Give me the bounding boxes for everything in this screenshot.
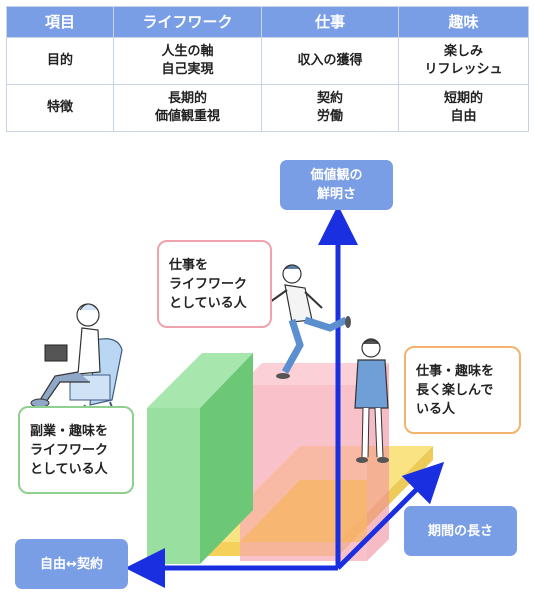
cell-lifework-feature: 長期的 価値観重視 <box>113 84 262 132</box>
comparison-table: 項目 ライフワーク 仕事 趣味 目的 人生の軸 自己実現 収入の獲得 楽しみ リ… <box>6 6 529 132</box>
cell-line: 収入の獲得 <box>297 53 363 68</box>
bubble-line: 仕事を <box>169 257 209 273</box>
table-row: 特徴 長期的 価値観重視 契約 労働 短期的 自由 <box>6 84 529 132</box>
bubble-line: ライフワーク <box>30 442 109 458</box>
bubble-work-lifework: 仕事を ライフワーク としている人 <box>157 240 272 328</box>
cell-work-purpose: 収入の獲得 <box>261 37 399 85</box>
cell-line: 価値観重視 <box>154 109 220 124</box>
axis-label-duration: 期間の長さ <box>404 506 517 556</box>
row-label-feature: 特徴 <box>6 84 114 132</box>
axis-label-values: 価値観の 鮮明さ <box>280 160 393 210</box>
running-person-illustration <box>269 264 351 379</box>
header-work: 仕事 <box>261 6 399 38</box>
axis-label-line: 鮮明さ <box>316 187 356 202</box>
axis-label-line: 価値観の <box>310 168 363 183</box>
bubble-line: 仕事・趣味を <box>416 363 495 379</box>
cell-line: 長期的 <box>167 91 207 106</box>
bubble-work-hobby-long: 仕事・趣味を 長く楽しんで いる人 <box>404 346 521 434</box>
bubble-line: としている人 <box>169 295 247 311</box>
bubble-line: いる人 <box>416 401 456 417</box>
green-block <box>147 353 253 564</box>
header-item: 項目 <box>6 6 114 38</box>
diagram-canvas <box>30 205 445 588</box>
standing-person-illustration <box>354 338 389 463</box>
sitting-person-illustration <box>30 303 123 421</box>
cell-line: リフレッシュ <box>424 62 503 77</box>
header-lifework: ライフワーク <box>113 6 262 38</box>
bubble-line: ライフワーク <box>169 276 248 292</box>
cell-work-feature: 契約 労働 <box>261 84 399 132</box>
bubble-side-hobby-lifework: 副業・趣味を ライフワーク としている人 <box>18 406 134 494</box>
row-label-purpose: 目的 <box>6 37 114 85</box>
table-row: 目的 人生の軸 自己実現 収入の獲得 楽しみ リフレッシュ <box>6 37 529 85</box>
lifework-diagram: 価値観の 鮮明さ 期間の長さ 自由↔契約 仕事を ライフワーク としている人 仕… <box>0 150 535 597</box>
table-header-row: 項目 ライフワーク 仕事 趣味 <box>6 6 529 38</box>
cell-line: 楽しみ <box>443 44 483 59</box>
cell-line: 短期的 <box>443 91 483 106</box>
overlap-area <box>240 480 367 542</box>
bubble-line: 副業・趣味を <box>30 423 109 439</box>
axis-lines <box>125 205 445 588</box>
cell-line: 契約 <box>316 91 343 106</box>
bubble-line: としている人 <box>30 461 108 477</box>
cell-line: 自己実現 <box>161 62 214 77</box>
axis-label-freedom-contract: 自由↔契約 <box>15 539 128 589</box>
cell-lifework-purpose: 人生の軸 自己実現 <box>113 37 262 85</box>
header-hobby: 趣味 <box>398 6 529 38</box>
bubble-line: 長く楽しんで <box>416 382 494 398</box>
cell-hobby-feature: 短期的 自由 <box>398 84 529 132</box>
cell-line: 人生の軸 <box>161 44 214 59</box>
cell-hobby-purpose: 楽しみ リフレッシュ <box>398 37 529 85</box>
cell-line: 労働 <box>316 109 343 124</box>
cell-line: 自由 <box>450 109 477 124</box>
